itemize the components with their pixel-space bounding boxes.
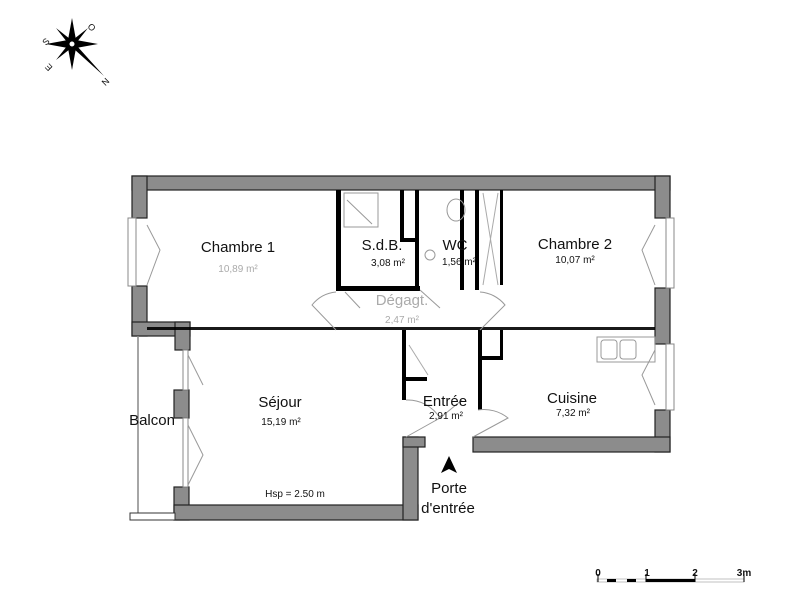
- sink-icon: [424, 249, 436, 261]
- room-area-sejour: 15,19 m²: [261, 417, 301, 428]
- scale-tick-3: 3m: [737, 568, 752, 579]
- scale-tick-2: 2: [692, 568, 698, 579]
- balcony-outline: [129, 336, 176, 521]
- interior-walls: [147, 190, 655, 410]
- room-name-wc: WC: [443, 237, 468, 254]
- room-name-cuisine: Cuisine: [547, 390, 597, 407]
- room-name-chambre-1: Chambre 1: [201, 239, 275, 256]
- room-area-entree: 2,91 m²: [429, 411, 464, 422]
- doors: [311, 289, 509, 438]
- entrance-label-line2: d'entrée: [421, 500, 475, 517]
- ceiling-height: Hsp = 2.50 m: [265, 489, 325, 500]
- room-name-chambre-2: Chambre 2: [538, 236, 612, 253]
- compass-rose-icon: [46, 18, 104, 76]
- kitchen-sink-icon: [596, 336, 656, 363]
- windows: [127, 217, 675, 488]
- room-name-sdb: S.d.B.: [362, 237, 403, 254]
- scale-bar: [596, 574, 745, 583]
- room-area-wc: 1,56 m²: [442, 257, 477, 268]
- room-area-degagement: 2,47 m²: [385, 315, 420, 326]
- compass-label-west: O: [86, 21, 98, 33]
- room-name-entree: Entrée: [423, 393, 467, 410]
- entrance-arrow-icon: [441, 456, 457, 473]
- entrance-label-line1: Porte: [431, 480, 467, 497]
- room-name-sejour: Séjour: [258, 394, 301, 411]
- room-area-chambre-2: 10,07 m²: [555, 255, 595, 266]
- fixtures: [343, 192, 656, 376]
- room-area-chambre-1: 10,89 m²: [218, 264, 258, 275]
- room-area-cuisine: 7,32 m²: [556, 408, 591, 419]
- compass-label-south: S: [40, 36, 51, 47]
- room-name-balcon: Balcon: [129, 412, 175, 429]
- scale-tick-1: 1: [644, 568, 650, 579]
- room-name-degagement: Dégagt.: [376, 292, 429, 309]
- scale-tick-0: 0: [595, 568, 601, 579]
- toilet-icon: [446, 198, 466, 222]
- compass-label-north: N: [100, 76, 112, 88]
- compass-label-east: E: [43, 62, 54, 73]
- room-area-sdb: 3,08 m²: [371, 258, 406, 269]
